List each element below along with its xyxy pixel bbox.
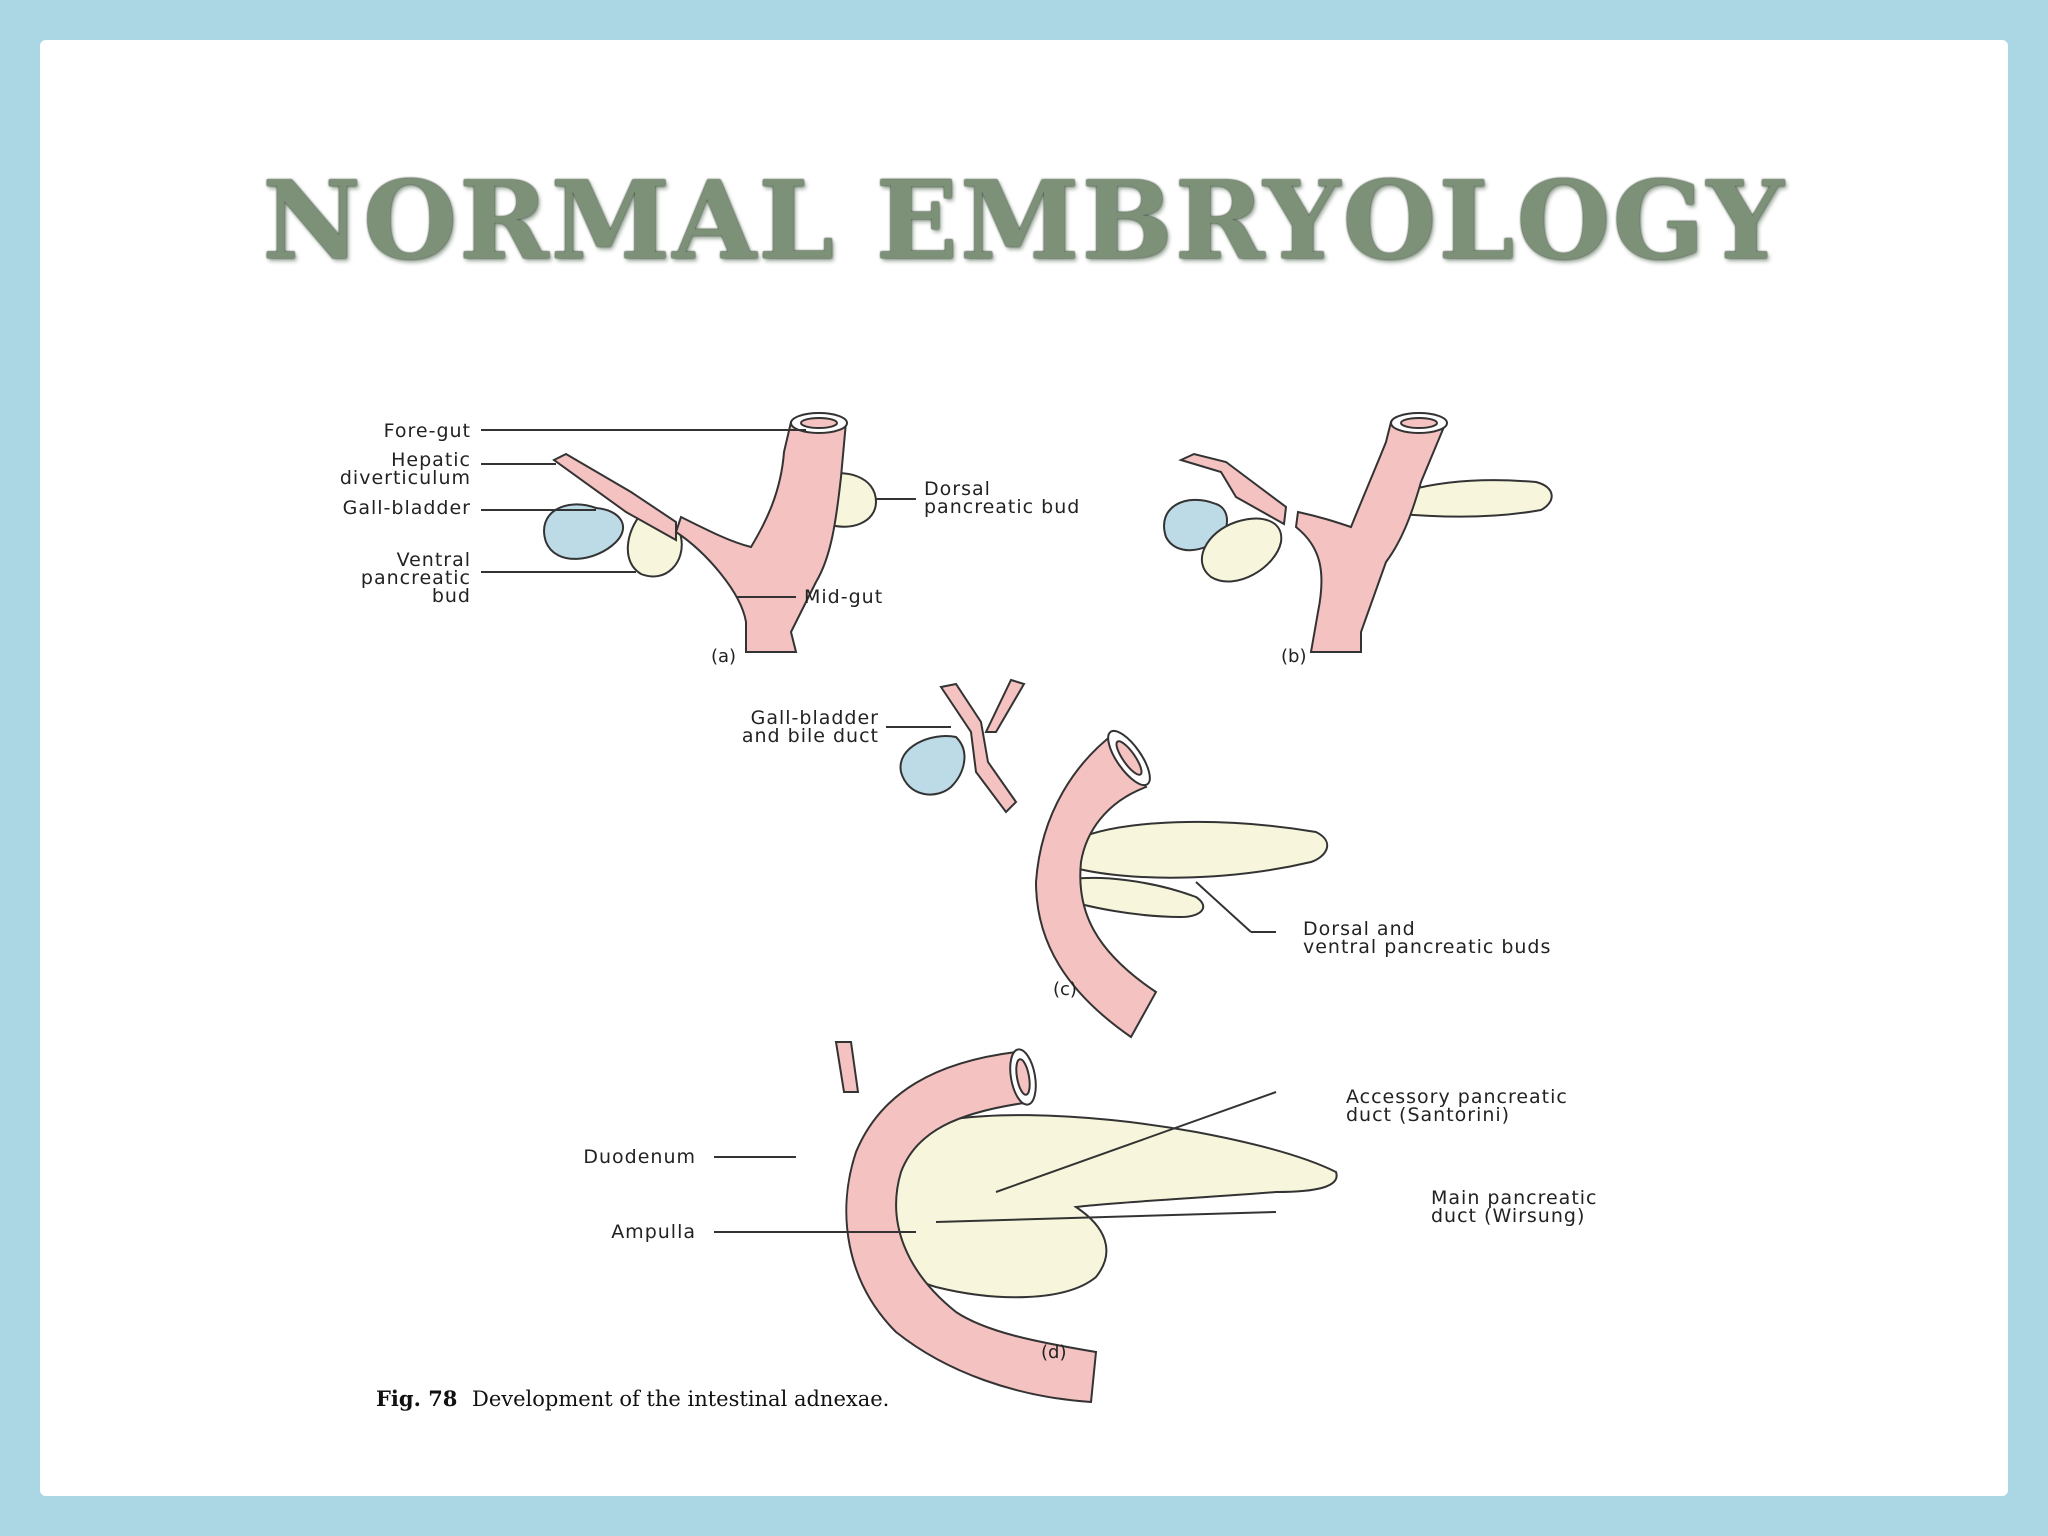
label-bile-duct: and bile duct — [742, 725, 879, 747]
label-diverticulum: diverticulum — [340, 467, 471, 489]
caption-text: Development of the intestinal adnexae. — [472, 1387, 889, 1411]
diagram-svg: Fore-gut Hepatic diverticulum Gall-bladd… — [340, 412, 1598, 1411]
panel-label-c: (c) — [1053, 979, 1077, 1000]
hepatic-diverticulum-a — [552, 452, 677, 542]
label-dorsal: Dorsal — [924, 478, 991, 500]
gall-bladder-c — [899, 735, 966, 796]
bile-duct-d — [834, 1041, 860, 1093]
label-pancreatic: pancreatic — [361, 567, 471, 589]
bile-duct-c — [939, 682, 1018, 814]
panel-d — [714, 1041, 1338, 1404]
gut-tube-b — [1294, 421, 1448, 653]
duodenum-d — [845, 1050, 1098, 1404]
gall-bladder-a — [543, 503, 625, 560]
panel-c — [886, 678, 1329, 1039]
label-santorini: duct (Santorini) — [1346, 1104, 1510, 1126]
dorsal-bud-c — [1064, 820, 1329, 879]
panel-b — [1163, 412, 1553, 653]
label-mid-gut: Mid-gut — [804, 586, 883, 608]
label-gall-bladder-c: Gall-bladder — [751, 707, 879, 729]
label-dorsal-pancreatic-bud: pancreatic bud — [924, 496, 1080, 518]
panel-label-d: (d) — [1041, 1342, 1066, 1363]
panel-d-labels: Duodenum Ampulla Accessory pancreatic du… — [583, 1086, 1598, 1363]
label-bud: bud — [432, 585, 471, 607]
pancreas-d — [889, 1114, 1338, 1299]
gut-tube-a — [674, 421, 848, 653]
panel-c-labels: Gall-bladder and bile duct Dorsal and ve… — [742, 707, 1551, 1000]
ventral-bud-b — [1200, 517, 1283, 583]
label-ventral-pancreatic-buds: ventral pancreatic buds — [1303, 936, 1551, 958]
label-duodenum: Duodenum — [583, 1146, 696, 1168]
label-hepatic: Hepatic — [391, 449, 471, 471]
hepatic-duct-b — [1178, 452, 1288, 526]
label-ampulla: Ampulla — [611, 1221, 696, 1243]
embryology-figure: Fore-gut Hepatic diverticulum Gall-bladd… — [236, 292, 1826, 1446]
panel-a-labels: Fore-gut Hepatic diverticulum Gall-bladd… — [340, 420, 1080, 667]
duodenum-c — [1034, 730, 1158, 1039]
label-wirsung: duct (Wirsung) — [1431, 1205, 1585, 1227]
panel-b-labels: (b) — [1281, 646, 1306, 667]
bile-duct-branch-c — [984, 678, 1026, 733]
panel-a — [481, 412, 916, 653]
label-dorsal-and: Dorsal and — [1303, 918, 1416, 940]
label-fore-gut: Fore-gut — [384, 420, 471, 442]
figure-caption: Fig. 78 Development of the intestinal ad… — [376, 1386, 889, 1411]
label-accessory-pancreatic: Accessory pancreatic — [1346, 1086, 1568, 1108]
label-ventral: Ventral — [397, 549, 471, 571]
panel-label-b: (b) — [1281, 646, 1306, 667]
ventral-bud-c — [1055, 877, 1205, 919]
slide-title: NORMAL EMBRYOLOGY — [262, 158, 1786, 284]
label-main-pancreatic: Main pancreatic — [1431, 1187, 1598, 1209]
caption-fig-number: Fig. 78 — [376, 1386, 457, 1411]
panel-label-a: (a) — [711, 646, 736, 667]
dorsal-pancreas-b — [1380, 479, 1553, 518]
label-gall-bladder: Gall-bladder — [343, 497, 471, 519]
